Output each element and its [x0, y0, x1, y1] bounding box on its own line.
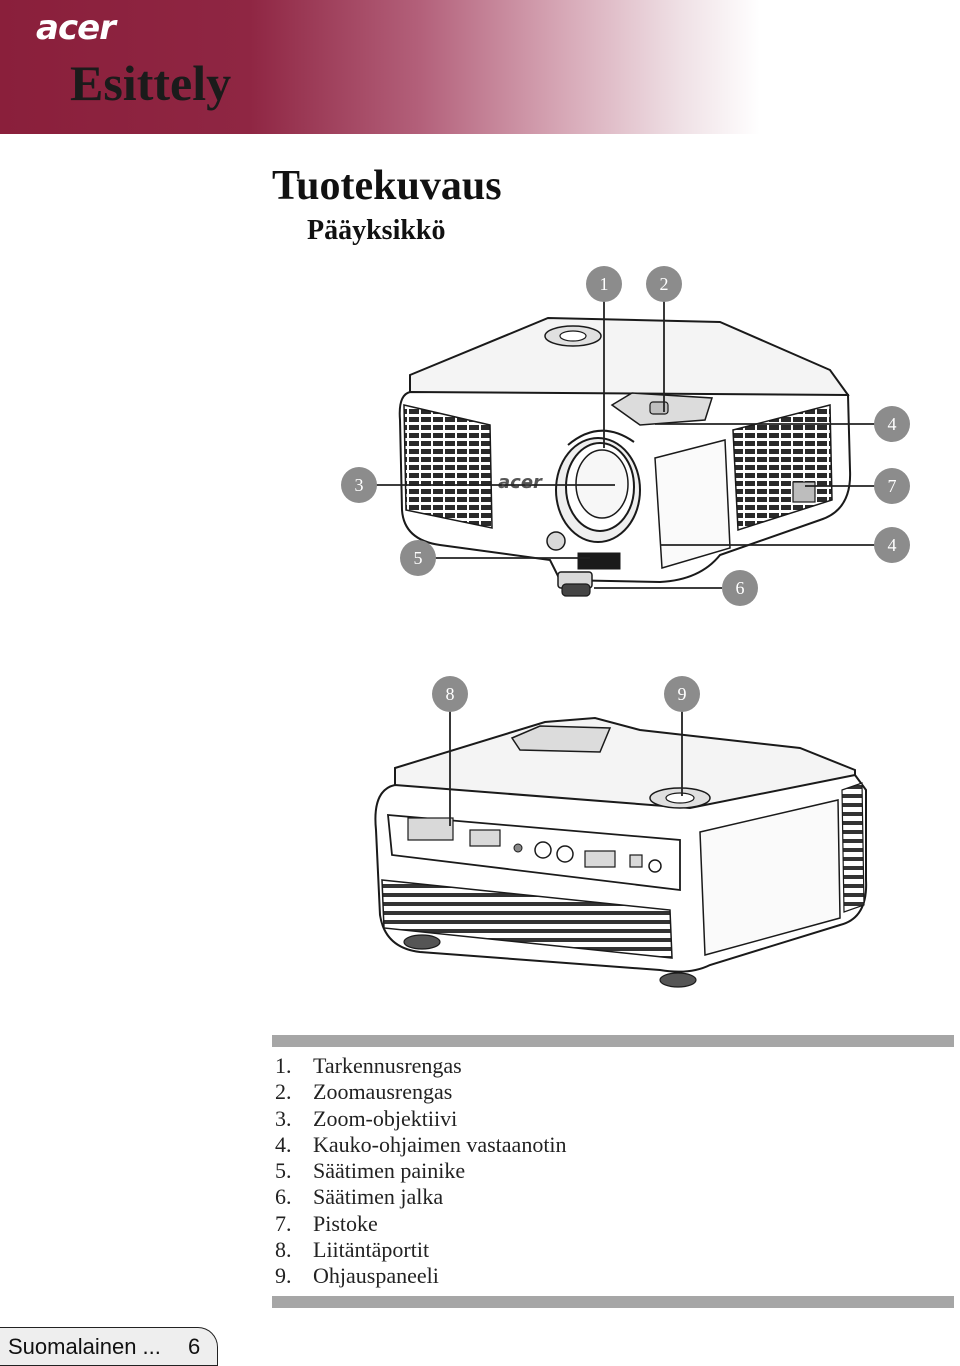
acer-logo: acer	[36, 8, 116, 48]
svg-text:7: 7	[888, 476, 897, 496]
callout-8: 8	[432, 676, 468, 712]
page-number: 6	[188, 1334, 201, 1359]
callout-9: 9	[664, 676, 700, 712]
callouts: 1 2 3 4 4 5 6 7	[341, 266, 910, 712]
svg-text:1: 1	[600, 274, 609, 294]
callout-4-upper: 4	[874, 406, 910, 442]
list-item: 7.Pistoke	[275, 1210, 378, 1236]
svg-text:acer: acer	[498, 472, 543, 493]
section-title: Esittely	[70, 55, 232, 111]
callout-2: 2	[646, 266, 682, 302]
list-item: 3.Zoom-objektiivi	[275, 1105, 458, 1131]
projector-front-view: acer	[398, 316, 852, 597]
page-header-band: acer Esittely	[0, 0, 960, 134]
callout-5: 5	[400, 540, 436, 576]
list-item: 1.Tarkennusrengas	[275, 1053, 462, 1078]
list-item: 5.Säätimen painike	[275, 1158, 466, 1184]
svg-text:2: 2	[660, 274, 669, 294]
svg-text:4: 4	[888, 535, 897, 555]
list-item: 6.Säätimen jalka	[275, 1184, 444, 1210]
parts-list: 1.Tarkennusrengas 2.Zoomausrengas 3.Zoom…	[275, 1053, 567, 1290]
svg-text:6: 6	[736, 578, 745, 598]
svg-text:9: 9	[678, 684, 687, 704]
svg-text:8: 8	[446, 684, 455, 704]
list-item: 2.Zoomausrengas	[275, 1079, 453, 1105]
callout-7: 7	[874, 468, 910, 504]
projector-rear-view	[374, 716, 868, 988]
svg-text:4: 4	[888, 414, 897, 434]
upper-leader-lines	[375, 300, 875, 589]
footer-language: Suomalainen ...	[8, 1334, 161, 1359]
list-bottom-rule	[272, 1296, 954, 1308]
list-top-rule	[272, 1035, 954, 1047]
callout-4-lower: 4	[874, 527, 910, 563]
svg-text:3: 3	[355, 475, 364, 495]
footer-tab: Suomalainen ... 6	[0, 1327, 218, 1366]
callout-3: 3	[341, 467, 377, 503]
callout-6: 6	[722, 570, 758, 606]
svg-text:5: 5	[414, 548, 423, 568]
lower-leader-lines	[449, 710, 683, 826]
list-item: 8.Liitäntäportit	[275, 1237, 430, 1263]
page-title: Tuotekuvaus	[272, 163, 502, 209]
list-item: 9.Ohjauspaneeli	[275, 1263, 439, 1289]
projector-figure: acer	[341, 266, 910, 988]
page-subtitle: Pääyksikkö	[307, 215, 446, 246]
list-item: 4.Kauko-ohjaimen vastaanotin	[275, 1131, 567, 1157]
callout-1: 1	[586, 266, 622, 302]
